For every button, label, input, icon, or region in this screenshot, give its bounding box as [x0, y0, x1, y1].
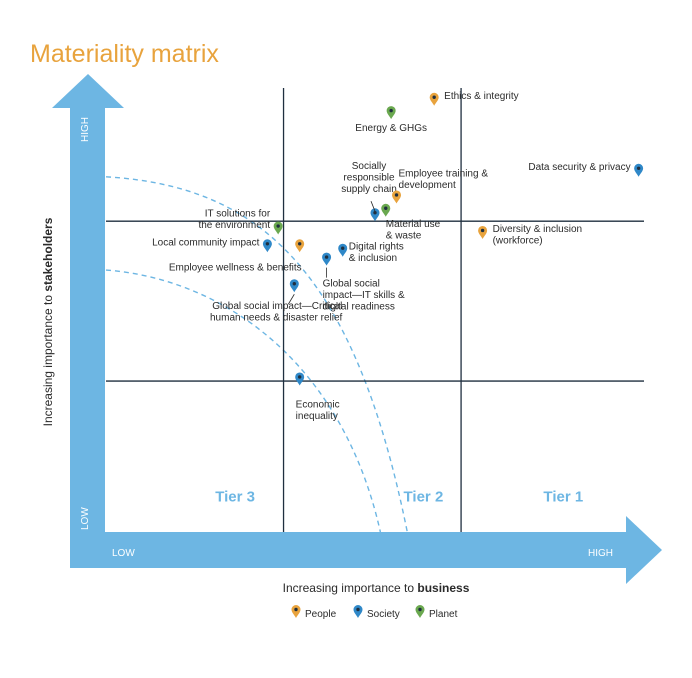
data-point-label: Employee wellness & benefits	[169, 262, 302, 273]
y-axis-title-prefix: Increasing importance to	[41, 292, 55, 427]
x-axis-low-label: LOW	[112, 548, 135, 559]
legend-label: Society	[367, 609, 400, 620]
data-point: Local community impact	[152, 237, 272, 253]
legend-item-people: People	[291, 605, 337, 620]
data-point: Digital rights& inclusion	[338, 242, 404, 265]
data-point-label: Data security & privacy	[528, 162, 630, 173]
tier-boundary-outer	[105, 176, 408, 533]
data-point: Energy & GHGs	[355, 106, 427, 134]
data-point-label: Diversity & inclusion(workforce)	[493, 224, 582, 247]
map-pin-icon	[386, 106, 396, 120]
map-pin-icon	[353, 605, 363, 618]
tier-label-1: Tier 3	[215, 488, 255, 505]
y-axis-high-label: HIGH	[80, 117, 91, 142]
tier-label-3: Tier 1	[543, 488, 583, 505]
tier-labels: Tier 3 Tier 2 Tier 1	[215, 488, 583, 505]
y-axis-arrow	[52, 74, 124, 568]
legend-label: Planet	[429, 609, 458, 620]
data-point: Ethics & integrity	[429, 91, 519, 106]
map-pin-icon	[291, 605, 301, 618]
map-pin-icon	[295, 372, 305, 386]
tier-label-2: Tier 2	[404, 488, 444, 505]
x-axis-title-prefix: Increasing importance to	[283, 581, 418, 595]
x-axis-title-bold: business	[417, 581, 469, 595]
data-point: Data security & privacy	[528, 162, 644, 177]
map-pin-icon	[295, 239, 305, 253]
map-pin-icon	[392, 190, 402, 204]
map-pin-icon	[338, 243, 348, 257]
map-pin-icon	[429, 92, 439, 106]
map-pin-icon	[415, 605, 425, 618]
x-axis-title: Increasing importance to business	[283, 581, 470, 595]
x-axis-arrow	[70, 516, 662, 584]
map-pin-icon	[262, 239, 272, 253]
data-point-label: Local community impact	[152, 237, 259, 248]
map-pin-icon	[273, 221, 283, 235]
legend-item-planet: Planet	[415, 605, 458, 620]
y-axis-title-bold: stakeholders	[41, 217, 55, 291]
data-point: Employee training &development	[392, 168, 489, 204]
data-point-label: Employee training &development	[399, 168, 489, 191]
data-point: Material use& waste	[381, 203, 441, 242]
x-axis-high-label: HIGH	[588, 548, 613, 559]
y-axis-title: Increasing importance to stakeholders	[41, 217, 55, 426]
data-point-label: Digital rights& inclusion	[349, 242, 404, 265]
data-point: Employee wellness & benefits	[169, 239, 305, 273]
data-point-label: Energy & GHGs	[355, 123, 427, 134]
leader-line	[370, 201, 376, 212]
map-pin-icon	[634, 163, 644, 177]
map-pin-icon	[370, 208, 380, 222]
map-pin-icon	[478, 225, 488, 239]
legend: People Society Planet	[291, 605, 458, 620]
chart-title: Materiality matrix	[30, 40, 219, 68]
map-pin-icon	[289, 279, 299, 293]
leader-line	[287, 294, 295, 305]
tier-boundary-inner	[105, 269, 382, 533]
legend-label: People	[305, 609, 337, 620]
tier-boundary-curves	[105, 176, 408, 533]
map-pin-icon	[322, 252, 332, 266]
data-point: Diversity & inclusion(workforce)	[478, 224, 582, 247]
map-pin-icon	[381, 203, 391, 217]
data-point-label: Material use& waste	[386, 219, 441, 242]
y-axis-low-label: LOW	[80, 507, 91, 530]
legend-item-society: Society	[353, 605, 400, 620]
data-point-label: Ethics & integrity	[444, 91, 518, 102]
